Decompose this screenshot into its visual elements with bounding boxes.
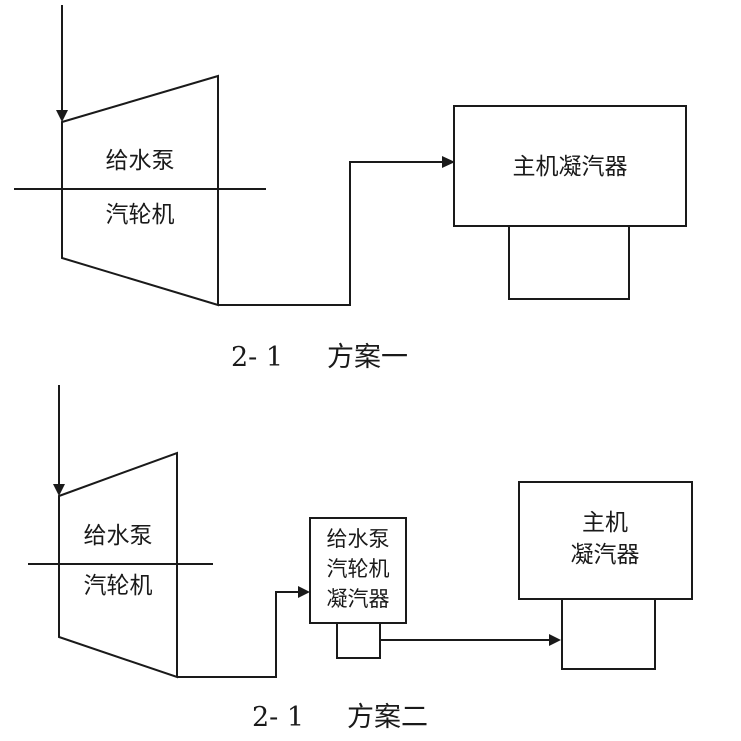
caption-number-1: 2- 1 bbox=[231, 342, 283, 373]
scheme-2: 给水泵 汽轮机 给水泵 汽轮机 凝汽器 主机 凝汽器 2- 1 方案二 bbox=[28, 385, 693, 733]
exhaust-pipe-1 bbox=[218, 161, 444, 306]
drain-arrow bbox=[549, 634, 561, 646]
feed-pump-turbine-1 bbox=[61, 74, 219, 307]
small-condenser-label-line1: 给水泵 bbox=[327, 527, 390, 551]
small-condenser-hotwell bbox=[336, 622, 381, 659]
exhaust-arrow-2 bbox=[298, 586, 310, 598]
turbine-label-bottom-2: 汽轮机 bbox=[84, 573, 153, 599]
caption-number-2: 2- 1 bbox=[252, 702, 304, 733]
inlet-arrow-2 bbox=[53, 484, 65, 496]
main-condenser-box-2 bbox=[518, 481, 693, 600]
main-condenser-label-1: 主机凝汽器 bbox=[513, 154, 628, 180]
main-condenser-label-line2: 凝汽器 bbox=[571, 542, 640, 568]
scheme-1: 给水泵 汽轮机 主机凝汽器 2- 1 方案一 bbox=[14, 5, 687, 373]
turbine-label-top-2: 给水泵 bbox=[84, 523, 153, 549]
inlet-arrow-1 bbox=[56, 110, 68, 122]
main-condenser-label-line1: 主机 bbox=[582, 510, 628, 536]
caption-title-2: 方案二 bbox=[347, 702, 428, 733]
exhaust-arrow-1 bbox=[442, 156, 455, 168]
main-condenser-box-1 bbox=[453, 105, 687, 227]
main-condenser-hotwell-2 bbox=[561, 598, 656, 670]
turbine-label-bottom-1: 汽轮机 bbox=[106, 202, 175, 228]
turbine-label-top-1: 给水泵 bbox=[106, 148, 175, 174]
main-condenser-hotwell-1 bbox=[508, 225, 630, 300]
caption-title-1: 方案一 bbox=[327, 342, 408, 373]
small-condenser-label-line3: 凝汽器 bbox=[327, 587, 390, 611]
exhaust-pipe-2 bbox=[177, 591, 299, 678]
small-condenser-label-line2: 汽轮机 bbox=[327, 557, 390, 581]
